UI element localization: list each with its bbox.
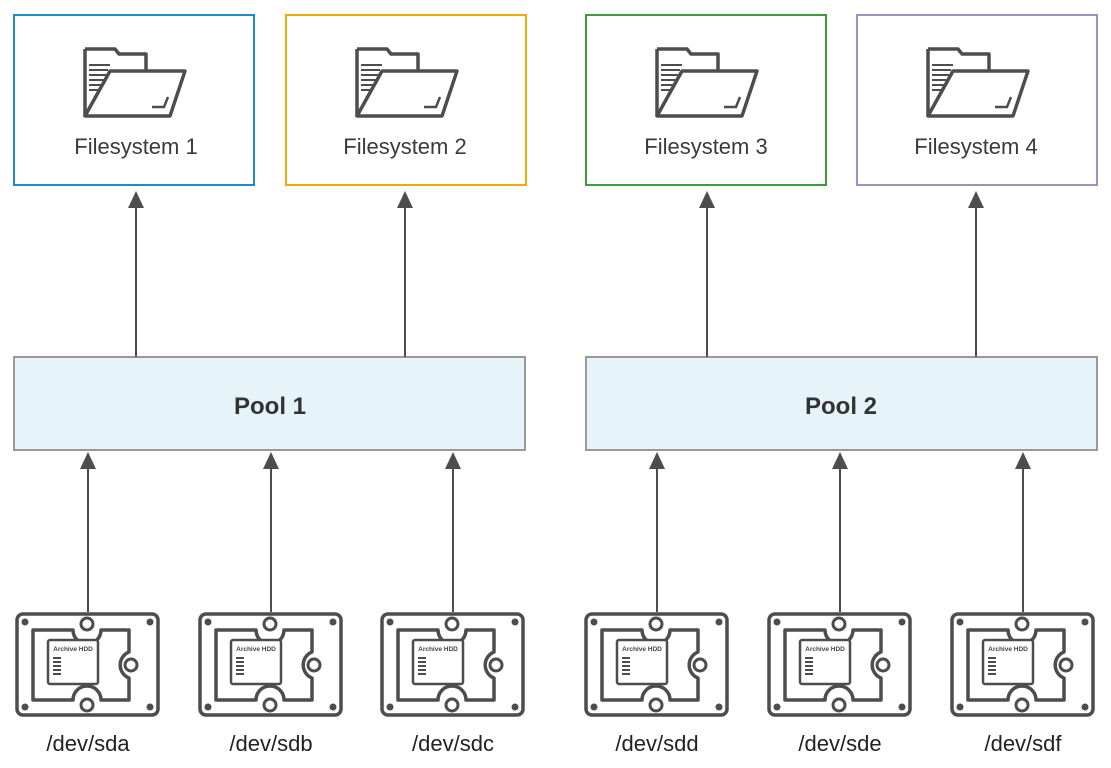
filesystem-box-4: Filesystem 4: [856, 14, 1098, 186]
pool-to-filesystem-arrows: [128, 191, 984, 357]
filesystem-label: Filesystem 4: [914, 134, 1037, 159]
svg-text:Archive HDD: Archive HDD: [988, 646, 1028, 653]
pool-label: Pool 1: [234, 393, 306, 420]
hard-drive-icon: Archive HDD: [584, 612, 729, 717]
filesystem-box-1: Filesystem 1: [13, 14, 255, 186]
disk-label: /dev/sdf: [984, 731, 1062, 756]
pool-frame: [585, 356, 1098, 451]
disk-sdf: Archive HDD /dev/sdf: [950, 612, 1095, 756]
filesystem-box-2: Filesystem 2: [285, 14, 527, 186]
arrow-sda-pool1: [80, 452, 96, 612]
disk-to-pool-arrows: [80, 452, 1031, 612]
disk-label: /dev/sdc: [412, 731, 494, 756]
disk-sde: Archive HDD /dev/sde: [767, 612, 912, 756]
filesystem-label: Filesystem 3: [644, 134, 767, 159]
disk-label: /dev/sdd: [615, 731, 698, 756]
pool-box-1: Pool 1: [13, 356, 526, 451]
folder-icon: [655, 47, 759, 118]
folder-icon: [83, 47, 187, 118]
disk-sdb: Archive HDD /dev/sdb: [198, 612, 343, 756]
pool-box-2: Pool 2: [585, 356, 1098, 451]
folder-icon: [926, 47, 1030, 118]
svg-text:Archive HDD: Archive HDD: [418, 646, 458, 653]
svg-text:Archive HDD: Archive HDD: [805, 646, 845, 653]
svg-text:Archive HDD: Archive HDD: [236, 646, 276, 653]
arrow-sdd-pool2: [649, 452, 665, 612]
arrow-pool1-fs2: [397, 191, 413, 357]
filesystem-box-3: Filesystem 3: [585, 14, 827, 186]
filesystem-label: Filesystem 2: [343, 134, 466, 159]
hard-drive-icon: Archive HDD: [198, 612, 343, 717]
pool-label: Pool 2: [805, 393, 877, 420]
disk-label: /dev/sda: [46, 731, 130, 756]
disk-sdc: Archive HDD /dev/sdc: [380, 612, 525, 756]
folder-icon: [355, 47, 459, 118]
hard-drive-icon: Archive HDD: [950, 612, 1095, 717]
disk-sdd: Archive HDD /dev/sdd: [584, 612, 729, 756]
svg-text:Archive HDD: Archive HDD: [622, 646, 662, 653]
arrow-pool2-fs4: [968, 191, 984, 357]
filesystem-label: Filesystem 1: [74, 134, 197, 159]
arrow-sde-pool2: [832, 452, 848, 612]
arrow-pool2-fs3: [699, 191, 715, 357]
arrow-sdc-pool1: [445, 452, 461, 612]
disk-label: /dev/sdb: [229, 731, 312, 756]
pool-frame: [13, 356, 526, 451]
hard-drive-icon: Archive HDD: [15, 612, 160, 717]
hard-drive-icon: Archive HDD: [767, 612, 912, 717]
arrow-pool1-fs1: [128, 191, 144, 357]
disk-label: /dev/sde: [798, 731, 881, 756]
svg-text:Archive HDD: Archive HDD: [53, 646, 93, 653]
hard-drive-icon: Archive HDD: [380, 612, 525, 717]
arrow-sdb-pool1: [263, 452, 279, 612]
arrow-sdf-pool2: [1015, 452, 1031, 612]
disk-sda: Archive HDD /dev/sda: [15, 612, 160, 756]
